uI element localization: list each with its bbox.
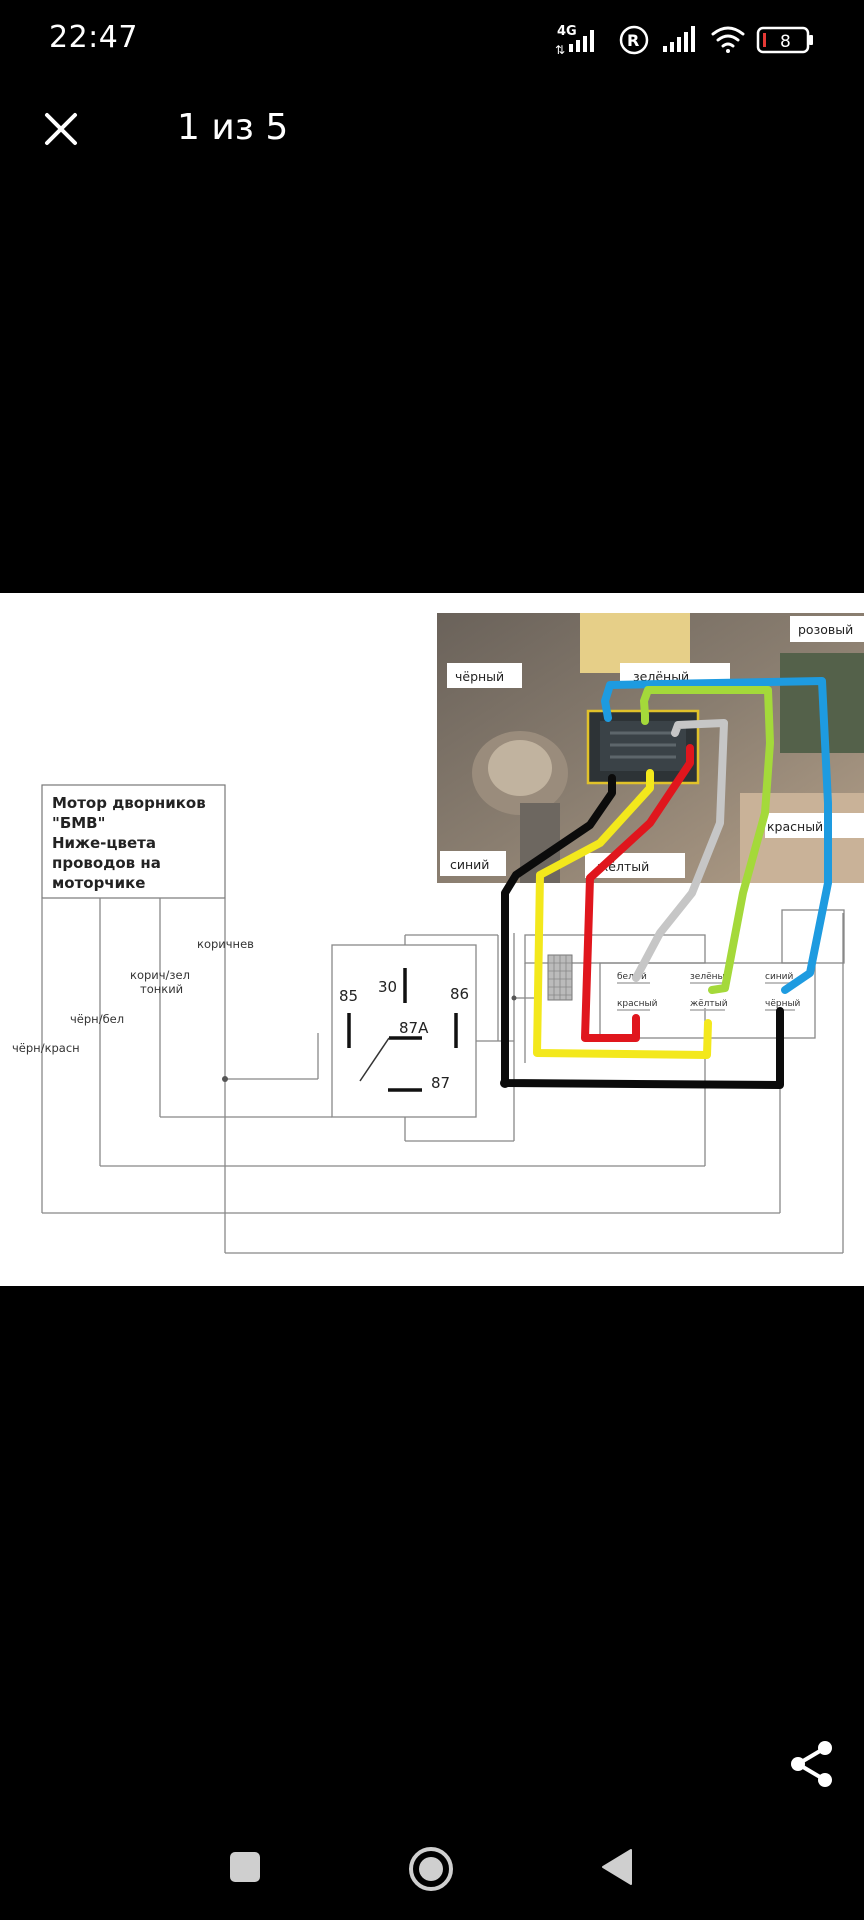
signal-icon (663, 26, 695, 52)
relay-pin-30: 30 (378, 978, 397, 996)
battery-level: 8 (780, 32, 791, 52)
conn-label-green: зелёный (690, 972, 731, 982)
photo-label-blue: синий (450, 857, 489, 872)
recents-button[interactable] (228, 1850, 262, 1884)
conn-label-black: чёрный (765, 999, 801, 1009)
wire-label-black-white: чёрн/бел (70, 1012, 124, 1026)
nav-bar (0, 1820, 864, 1920)
roaming-icon: R (619, 25, 649, 55)
wire-label-brown-green-thin: тонкий (140, 982, 183, 996)
wire-gray (632, 719, 728, 982)
relay-contacts (347, 968, 458, 1092)
conn-label-red: красный (617, 999, 658, 1009)
photo-label-pink: розовый (798, 622, 853, 637)
connector-photo (437, 613, 864, 883)
motor-title-line-1: Мотор дворников (52, 794, 206, 812)
viewer-header: 1 из 5 (0, 90, 864, 166)
motor-title-line-4: проводов на (52, 854, 161, 872)
relay-pin-86: 86 (450, 985, 469, 1003)
motor-title-line-3: Ниже-цвета (52, 834, 156, 852)
relay-pin-85: 85 (339, 987, 358, 1005)
wire-blue (601, 677, 832, 994)
relay-pin-87: 87 (431, 1074, 450, 1092)
status-icons: 4G ⇅ R 8 (555, 24, 813, 57)
close-button[interactable] (36, 104, 86, 154)
wire-yellow (533, 769, 712, 1059)
page-counter: 1 из 5 (177, 107, 289, 148)
share-button[interactable] (787, 1738, 839, 1790)
wire-label-brown: коричнев (197, 937, 254, 951)
motor-title-line-2: "БМВ" (52, 814, 105, 832)
photo-label-red: красный (767, 819, 823, 834)
recents-icon (230, 1852, 260, 1882)
wiring-diagram-image: Мотор дворников "БМВ" Ниже-цвета проводо… (0, 593, 864, 1286)
conn-label-white: белый (617, 972, 647, 982)
status-time: 22:47 (49, 20, 138, 55)
wire-label-brown-green: корич/зел (130, 968, 190, 982)
photo-label-black: чёрный (455, 669, 504, 684)
wire-black (501, 774, 784, 1089)
home-icon (409, 1847, 453, 1891)
back-icon (602, 1849, 632, 1885)
wire-red (581, 744, 694, 1042)
wiring-diagram: Мотор дворников "БМВ" Ниже-цвета проводо… (12, 613, 864, 1254)
motor-box: Мотор дворников "БМВ" Ниже-цвета проводо… (41, 784, 226, 899)
wire-light-green (640, 686, 774, 994)
conn-label-blue: синий (765, 972, 794, 982)
network-label: 4G (557, 24, 577, 39)
resistor-block (547, 954, 573, 1001)
svg-text:⇅: ⇅ (555, 43, 565, 57)
wifi-icon (711, 26, 745, 53)
battery-icon: 8 (756, 26, 813, 54)
motor-title-line-5: моторчике (52, 874, 145, 892)
status-bar: 22:47 4G ⇅ R (0, 0, 864, 80)
back-button[interactable] (600, 1847, 634, 1887)
close-icon (45, 113, 77, 145)
colored-wires (501, 677, 832, 1089)
signal-4g-icon: 4G ⇅ (555, 24, 594, 57)
share-icon (791, 1741, 832, 1787)
conn-label-yellow: жёлтый (690, 999, 728, 1009)
relay-pin-87a: 87А (399, 1019, 429, 1037)
svg-text:R: R (627, 31, 639, 50)
wire-label-black-red: чёрн/красн (12, 1041, 80, 1055)
home-button[interactable] (408, 1846, 454, 1892)
